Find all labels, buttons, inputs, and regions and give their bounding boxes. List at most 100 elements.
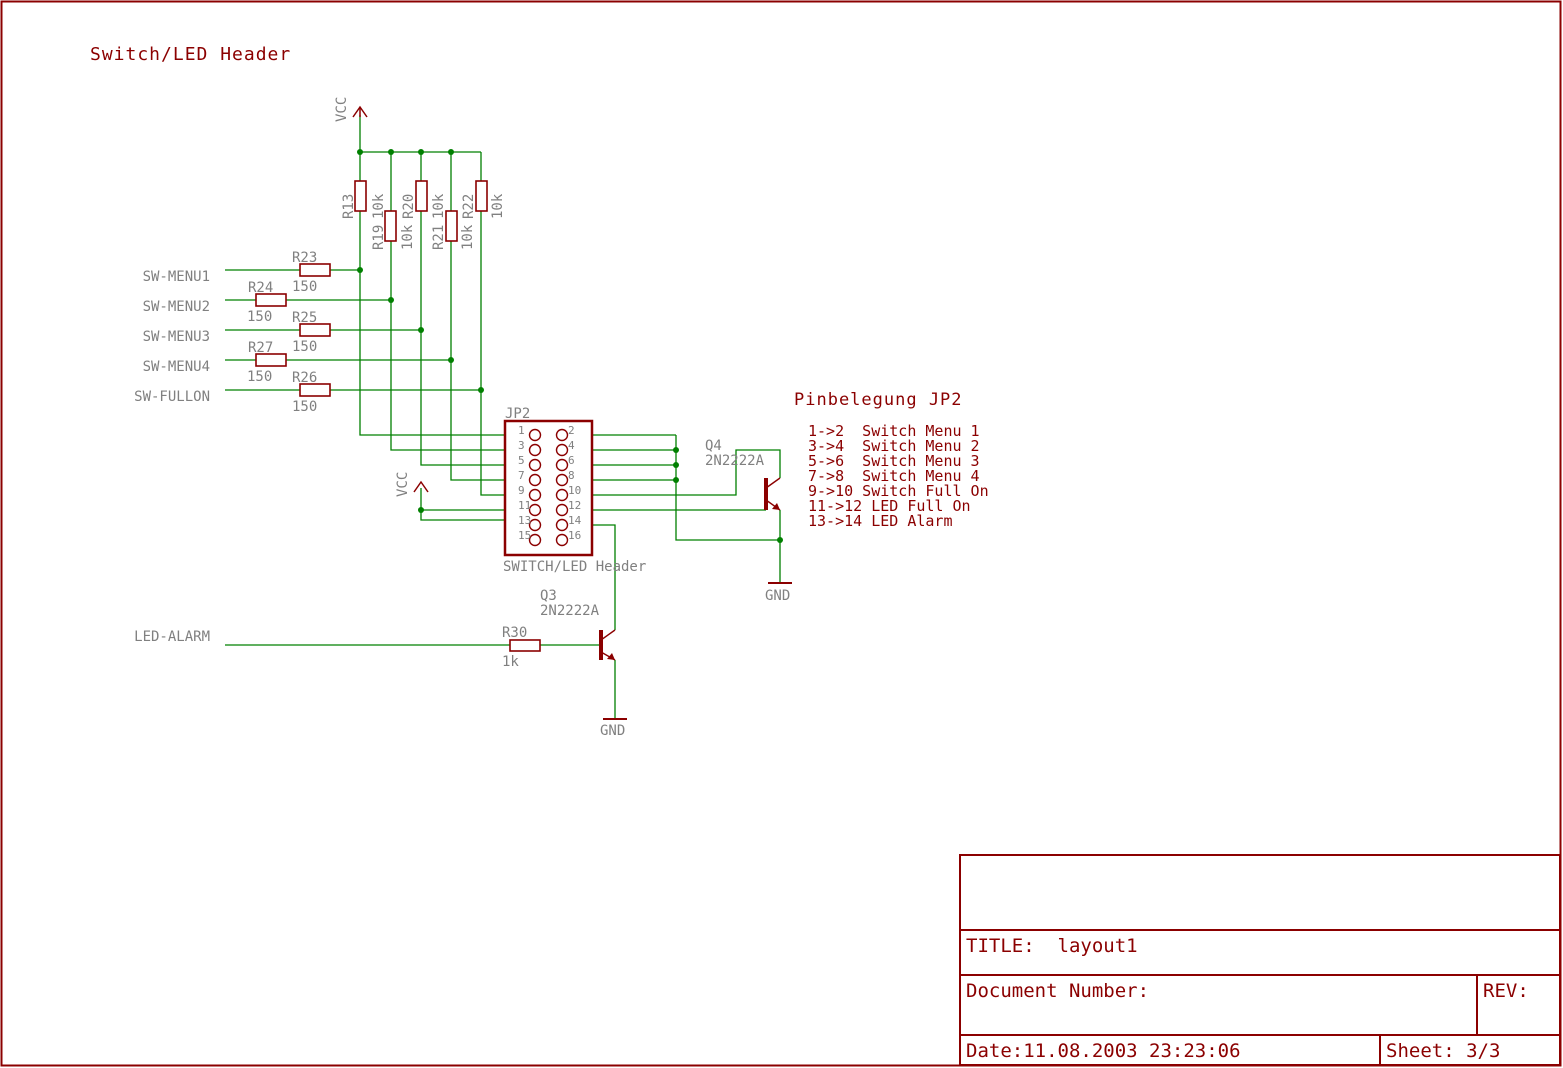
resistor-value: 1k bbox=[502, 654, 519, 670]
transistor-q3: Q3 2N2222A bbox=[540, 588, 616, 661]
transistor-part: 2N2222A bbox=[705, 453, 765, 469]
resistor-r27: R27 150 bbox=[247, 340, 287, 385]
vcc-symbol-header: VCC bbox=[395, 472, 429, 497]
header-pin-5 bbox=[528, 458, 542, 472]
resistor-value: 10k bbox=[431, 193, 447, 219]
title-block-date: Date:11.08.2003 23:23:06 bbox=[966, 1040, 1241, 1062]
title-block-sheet: Sheet: 3/3 bbox=[1386, 1040, 1500, 1062]
pinout-line: 7->8 Switch Menu 4 bbox=[808, 467, 980, 485]
signal-labels: SW-MENU1 SW-MENU2 SW-MENU3 SW-MENU4 SW-F… bbox=[134, 269, 210, 645]
resistor-r20: R20 10k bbox=[401, 180, 447, 219]
resistor-value: 10k bbox=[490, 193, 506, 219]
pinout-line: 3->4 Switch Menu 2 bbox=[808, 437, 980, 455]
header-pin-number: 12 bbox=[568, 499, 581, 512]
resistor-ref: R20 bbox=[401, 194, 417, 219]
resistor-ref: R26 bbox=[292, 370, 317, 386]
resistor-r22: R22 10k bbox=[461, 180, 506, 219]
gnd-label: GND bbox=[600, 723, 625, 739]
resistor-r25: R25 150 bbox=[292, 310, 331, 355]
resistor-ref: R19 bbox=[371, 225, 387, 250]
header-pin-number: 3 bbox=[518, 439, 525, 452]
signal-sw-menu2: SW-MENU2 bbox=[143, 299, 210, 315]
header-pin-number: 14 bbox=[568, 514, 582, 527]
header-pin-1 bbox=[528, 428, 542, 442]
title-block-title: TITLE: layout1 bbox=[966, 935, 1138, 957]
resistor-r24: R24 150 bbox=[247, 280, 287, 325]
pinout-line: 1->2 Switch Menu 1 bbox=[808, 422, 980, 440]
resistor-r19: R19 10k bbox=[371, 210, 416, 250]
transistor-ref: Q4 bbox=[705, 438, 722, 454]
gnd-symbol-q3: GND bbox=[600, 718, 627, 739]
vcc-label: VCC bbox=[395, 472, 411, 497]
resistor-ref: R22 bbox=[461, 194, 477, 219]
title-block-rev: REV: bbox=[1483, 980, 1529, 1002]
header-pin-10 bbox=[555, 488, 569, 502]
vcc-symbol-top: VCC bbox=[334, 97, 368, 122]
pinout-title: Pinbelegung JP2 bbox=[794, 390, 963, 410]
header-pin-number: 11 bbox=[518, 499, 531, 512]
vcc-label: VCC bbox=[334, 97, 350, 122]
gnd-label: GND bbox=[765, 588, 790, 604]
junction-dots bbox=[357, 149, 783, 543]
resistor-value: 10k bbox=[371, 193, 387, 219]
header-pin-8 bbox=[555, 473, 569, 487]
transistor-part: 2N2222A bbox=[540, 603, 600, 619]
header-pin-6 bbox=[555, 458, 569, 472]
transistor-q4: Q4 2N2222A bbox=[705, 438, 781, 511]
signal-sw-menu3: SW-MENU3 bbox=[143, 329, 210, 345]
resistor-value: 150 bbox=[247, 369, 272, 385]
header-ref: JP2 bbox=[505, 406, 530, 422]
header-outline bbox=[503, 419, 594, 557]
header-pin-number: 16 bbox=[568, 529, 581, 542]
resistor-r21: R21 10k bbox=[431, 210, 476, 250]
resistor-value: 10k bbox=[400, 224, 416, 250]
transistor-ref: Q3 bbox=[540, 588, 557, 604]
resistor-value: 10k bbox=[460, 224, 476, 250]
header-pin-15 bbox=[528, 533, 542, 547]
resistor-r26: R26 150 bbox=[292, 370, 331, 415]
pinout-legend: Pinbelegung JP2 1->2 Switch Menu 1 3->4 … bbox=[794, 390, 989, 530]
signal-sw-menu4: SW-MENU4 bbox=[143, 359, 210, 375]
header-pin-number: 13 bbox=[518, 514, 531, 527]
pinout-line: 13->14 LED Alarm bbox=[808, 512, 953, 530]
header-pin-number: 1 bbox=[518, 424, 525, 437]
resistor-r13: R13 10k bbox=[341, 180, 387, 219]
header-pin-4 bbox=[555, 443, 569, 457]
signal-led-alarm: LED-ALARM bbox=[134, 629, 210, 645]
header-pin-number: 4 bbox=[568, 439, 575, 452]
header-pin-number: 7 bbox=[518, 469, 525, 482]
resistor-value: 150 bbox=[292, 399, 317, 415]
header-name: SWITCH/LED Header bbox=[503, 559, 646, 575]
pinout-line: 9->10 Switch Full On bbox=[808, 482, 989, 500]
resistor-value: 150 bbox=[247, 309, 272, 325]
gnd-symbol-q4: GND bbox=[765, 582, 792, 604]
resistor-value: 150 bbox=[292, 279, 317, 295]
title-block: TITLE: layout1 Document Number: REV: Dat… bbox=[959, 854, 1561, 1066]
header-pin-12 bbox=[555, 503, 569, 517]
resistor-ref: R25 bbox=[292, 310, 317, 326]
header-pin-9 bbox=[528, 488, 542, 502]
header-pin-3 bbox=[528, 443, 542, 457]
pinout-line: 11->12 LED Full On bbox=[808, 497, 971, 515]
resistor-r23: R23 150 bbox=[292, 250, 331, 295]
header-pin-7 bbox=[528, 473, 542, 487]
signal-sw-fullon: SW-FULLON bbox=[134, 389, 210, 405]
header-pin-number: 6 bbox=[568, 454, 575, 467]
header-pin-11 bbox=[528, 503, 542, 517]
pinout-line: 5->6 Switch Menu 3 bbox=[808, 452, 980, 470]
resistor-ref: R24 bbox=[248, 280, 273, 296]
resistor-ref: R30 bbox=[502, 625, 527, 641]
resistor-ref: R23 bbox=[292, 250, 317, 266]
resistor-ref: R27 bbox=[248, 340, 273, 356]
wires bbox=[225, 115, 781, 718]
header-pin-14 bbox=[555, 518, 569, 532]
header-pin-number: 15 bbox=[518, 529, 531, 542]
header-pin-13 bbox=[528, 518, 542, 532]
header-pin-number: 9 bbox=[518, 484, 525, 497]
resistor-value: 150 bbox=[292, 339, 317, 355]
signal-sw-menu1: SW-MENU1 bbox=[143, 269, 210, 285]
